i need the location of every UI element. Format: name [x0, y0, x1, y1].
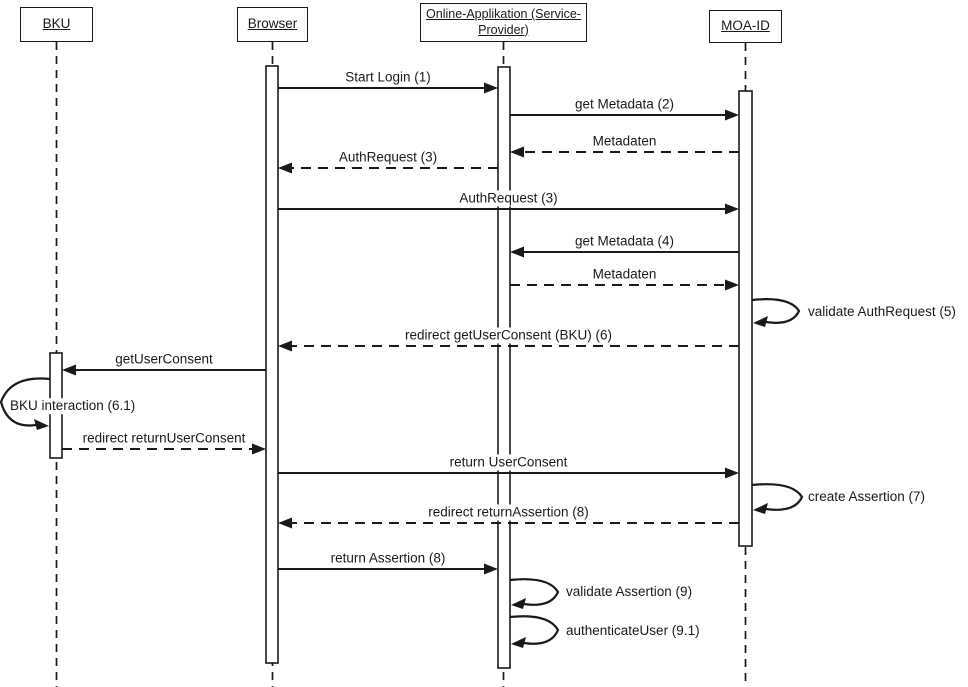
- message-label-get-metadata-2: get Metadata (2): [572, 96, 677, 112]
- message-label-return-userconsent: return UserConsent: [447, 454, 570, 470]
- message-label-metadaten-first: Metadaten: [590, 133, 659, 149]
- message-label-redirect-returnuserconsent: redirect returnUserConsent: [80, 430, 248, 446]
- message-label-start-login-1: Start Login (1): [343, 69, 433, 85]
- message-label-getuserconsent: getUserConsent: [113, 351, 215, 367]
- message-label-authrequest-3-to-moa-id: AuthRequest (3): [457, 190, 560, 206]
- message-label-return-assertion-8: return Assertion (8): [328, 550, 448, 566]
- actor-label-online-applikation: Online-Applikation (Service- Provider): [426, 6, 581, 37]
- actor-label-browser: Browser: [247, 16, 298, 32]
- message-label-redirect-getuserconsent-6: redirect getUserConsent (BKU) (6): [402, 327, 615, 343]
- actor-box-bku: BKU: [20, 7, 93, 42]
- message-label-bku-interaction-6-1: BKU interaction (6.1): [8, 398, 138, 414]
- message-label-metadaten-second: Metadaten: [590, 266, 659, 282]
- actor-label-moa-id: MOA-ID: [721, 18, 770, 34]
- message-label-validate-authrequest-5: validate AuthRequest (5): [806, 304, 958, 320]
- actor-label-bku: BKU: [42, 16, 71, 32]
- message-label-authenticateuser-9-1: authenticateUser (9.1): [564, 623, 702, 639]
- message-label-authrequest-3-to-browser: AuthRequest (3): [336, 149, 440, 165]
- actor-box-moa-id: MOA-ID: [709, 10, 782, 43]
- actor-box-browser: Browser: [237, 7, 308, 42]
- message-label-get-metadata-4: get Metadata (4): [572, 233, 677, 249]
- message-label-redirect-returnassertion-8: redirect returnAssertion (8): [426, 504, 591, 520]
- message-label-create-assertion-7: create Assertion (7): [806, 489, 928, 505]
- message-label-validate-assertion-9: validate Assertion (9): [564, 584, 695, 600]
- actor-box-online-applikation: Online-Applikation (Service- Provider): [420, 3, 587, 42]
